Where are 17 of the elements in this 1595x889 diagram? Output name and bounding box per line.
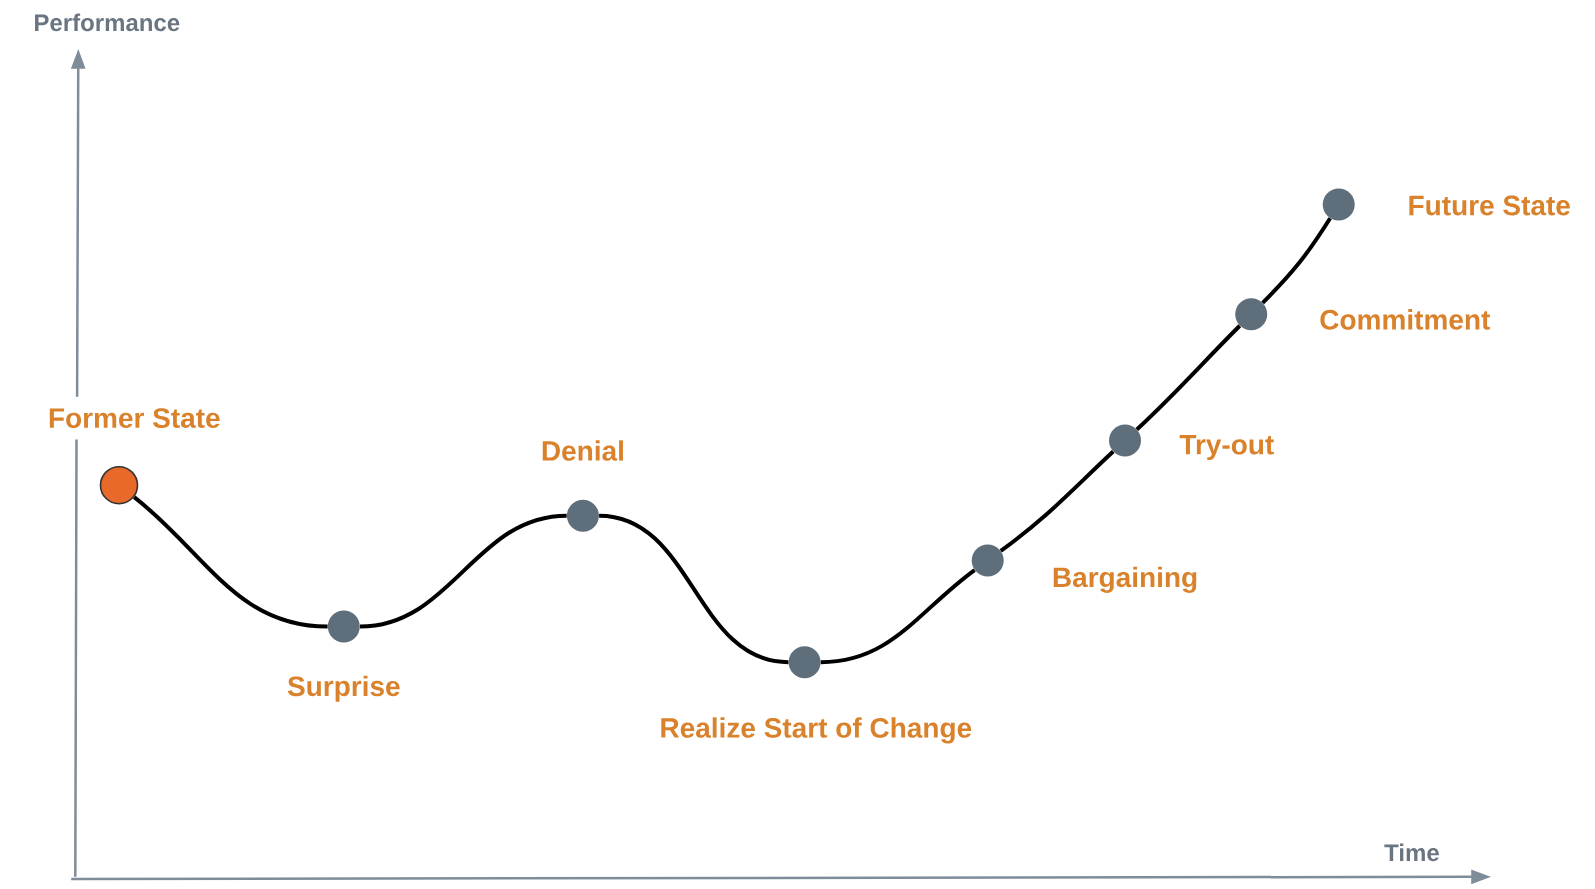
point-label: Denial bbox=[542, 440, 623, 461]
curve-segment bbox=[1261, 217, 1332, 305]
point-label: Future State bbox=[1409, 195, 1570, 216]
curve-segment bbox=[999, 450, 1115, 553]
point-label: Realize Start of Change bbox=[661, 717, 972, 744]
curve-segment bbox=[1135, 324, 1242, 431]
curve-segment bbox=[132, 495, 328, 629]
point-label: Try-out bbox=[1179, 435, 1274, 461]
axis-label: Time bbox=[1384, 843, 1439, 862]
curve-segment bbox=[820, 568, 976, 665]
curve-segment bbox=[598, 513, 789, 665]
point-label: Bargaining bbox=[1053, 566, 1197, 593]
point-label: Surprise bbox=[287, 675, 400, 702]
axis-label: Performance bbox=[35, 13, 180, 32]
curve-segment bbox=[359, 513, 567, 629]
point-label: Former State bbox=[49, 408, 220, 428]
point-label: Commitment bbox=[1320, 309, 1491, 330]
